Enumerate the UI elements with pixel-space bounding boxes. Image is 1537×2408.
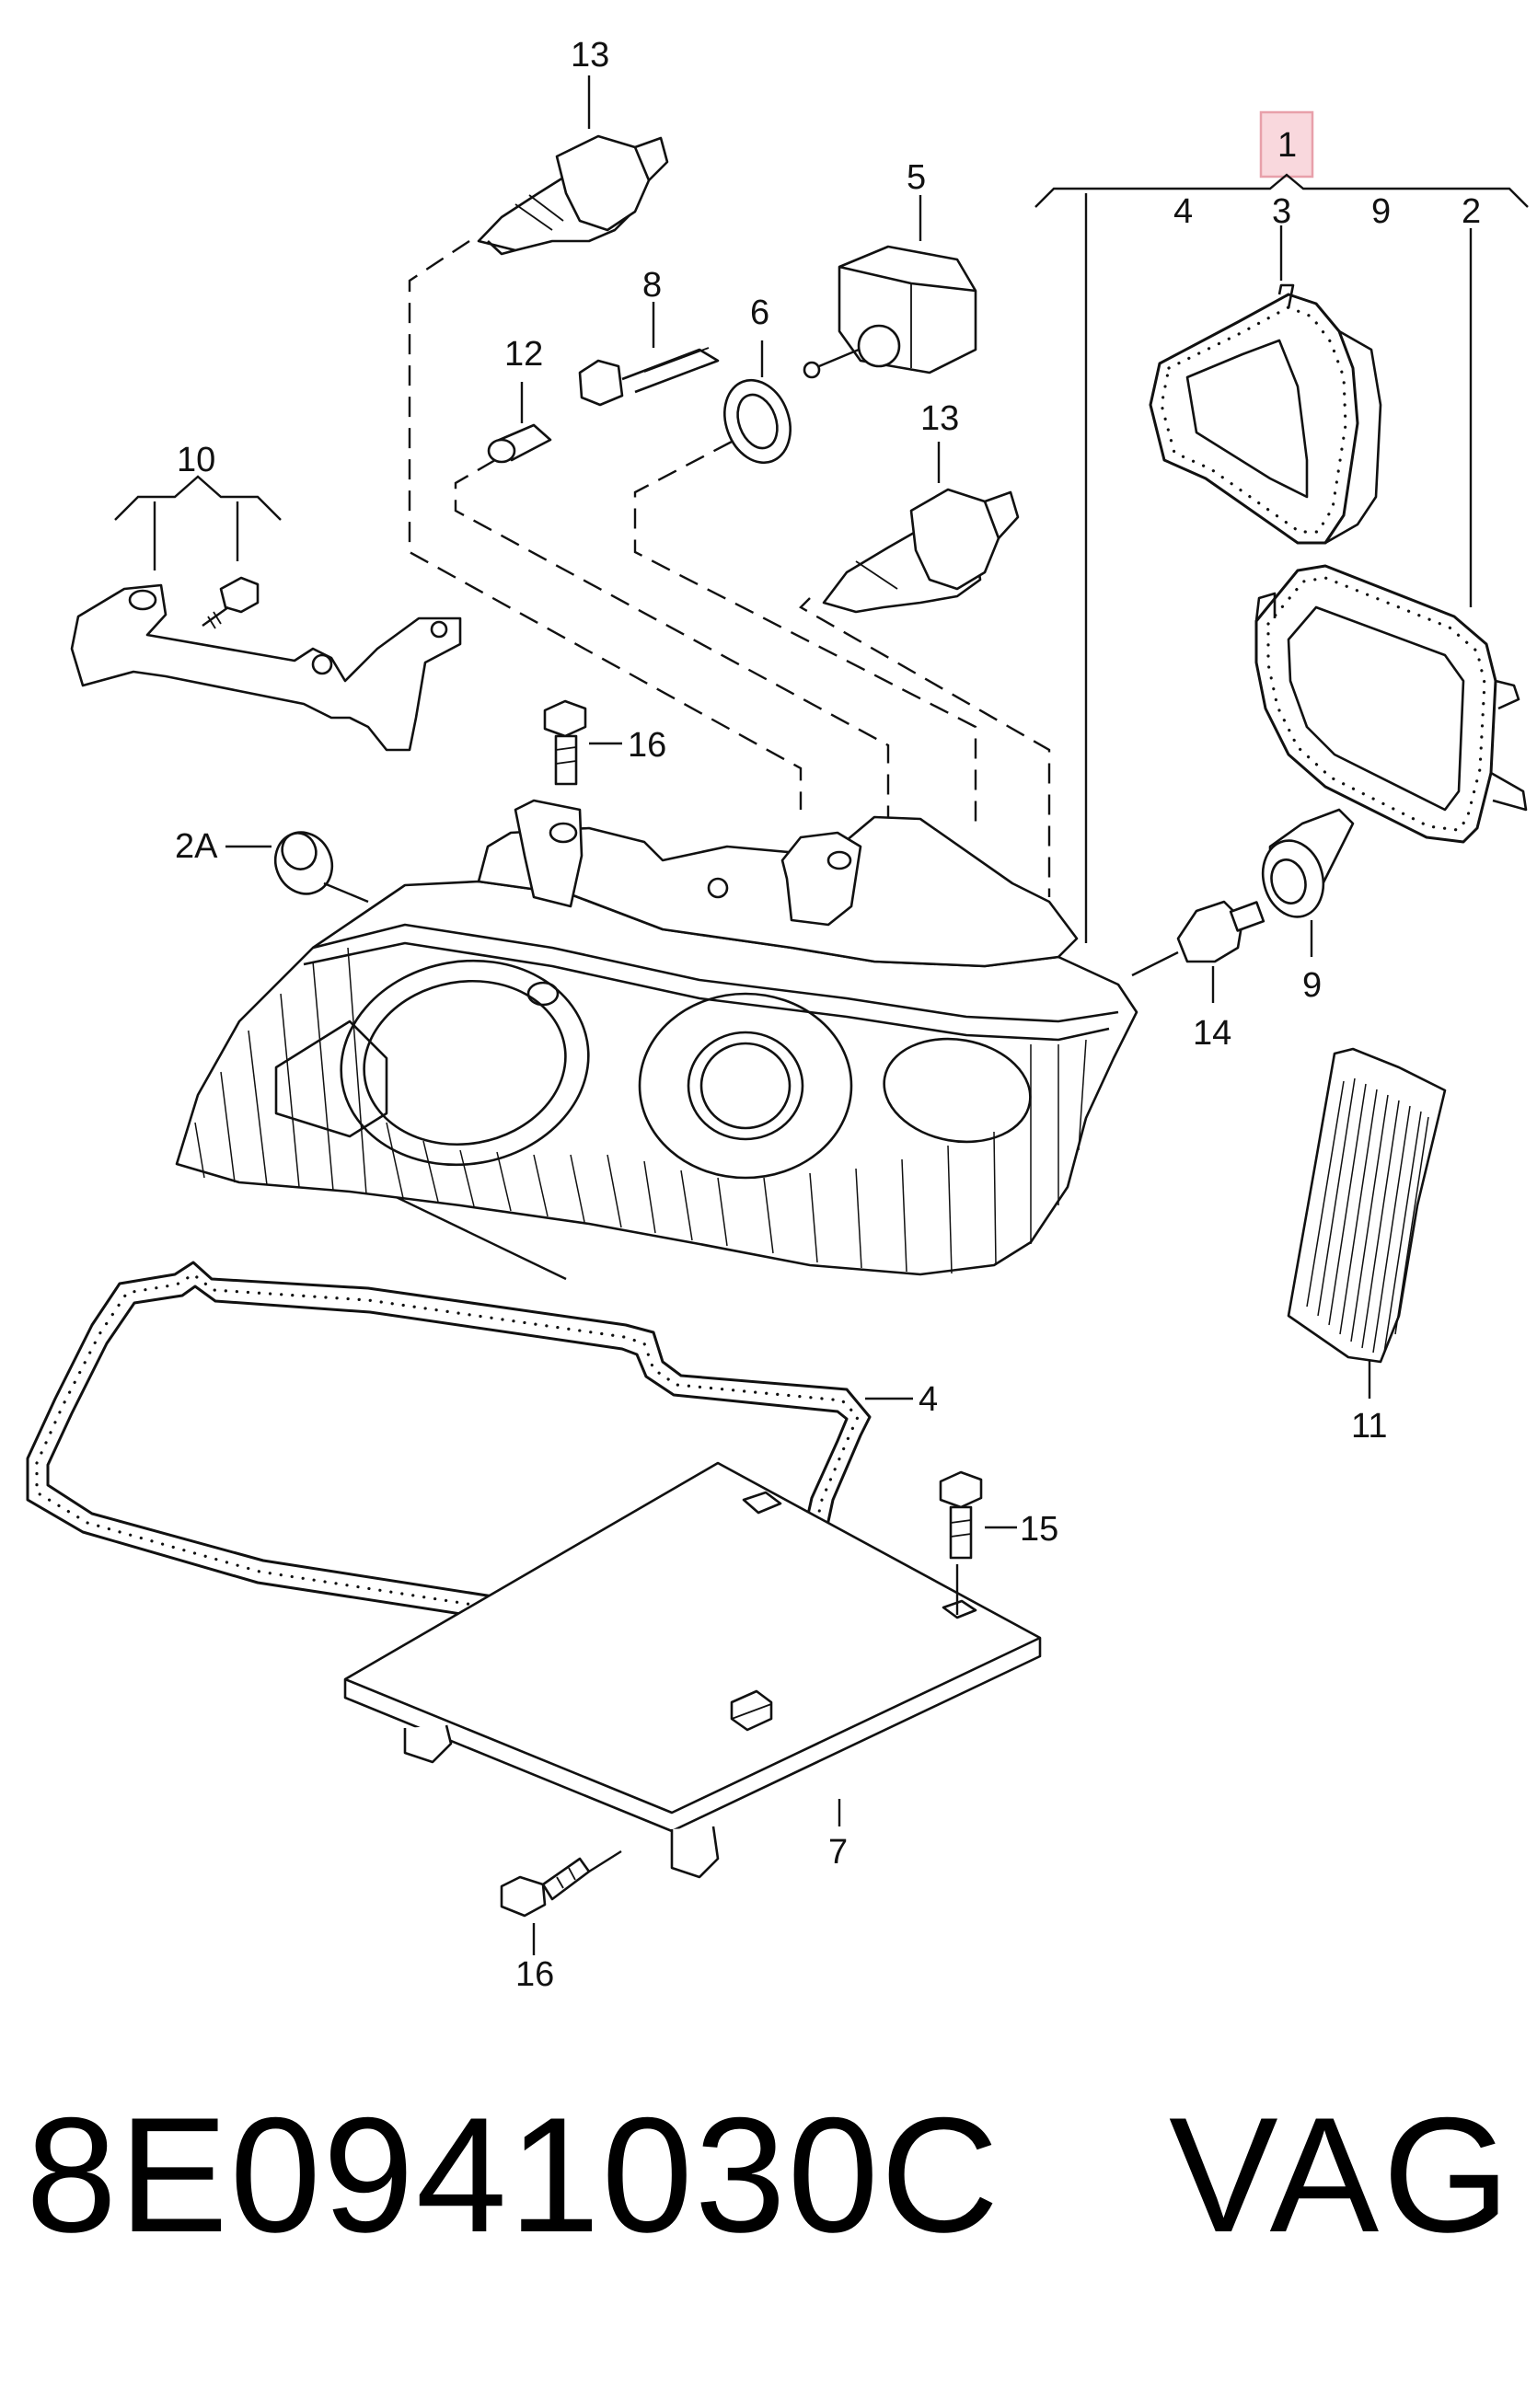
callout-3: 3	[1272, 192, 1291, 231]
callout-6: 6	[750, 294, 769, 332]
part-1-highlight-box	[1259, 110, 1314, 179]
part-13-bulb-top	[477, 75, 669, 256]
part-5-leveling-motor	[803, 195, 977, 379]
callout-labels: 13 5 8 6 12 13 10 16 2A 4 15 7 16 1 4 3 …	[175, 36, 1481, 1994]
callout-14: 14	[1193, 1014, 1231, 1053]
callout-4: 4	[919, 1380, 938, 1419]
part-2A-grommet	[225, 831, 369, 904]
part-8-bulb-socket	[578, 302, 720, 407]
callout-13-top: 13	[571, 36, 609, 75]
part-15-screw	[939, 1470, 1017, 1615]
part-9-bulb-socket	[1261, 808, 1355, 957]
callout-4-top: 4	[1173, 192, 1193, 231]
callout-16-top: 16	[628, 726, 666, 765]
part-11-side-reflector	[1287, 1047, 1447, 1399]
callout-11: 11	[1351, 1407, 1387, 1446]
headlamp-housing	[175, 799, 1138, 1276]
callout-12: 12	[504, 335, 543, 374]
callout-10: 10	[177, 441, 215, 479]
part-1-kit-bracket	[1034, 110, 1529, 943]
part-14-bulb	[1131, 900, 1265, 1003]
part-16-screw-top	[543, 699, 622, 786]
callout-2A: 2A	[175, 827, 218, 866]
part-2-frame-gasket	[1254, 564, 1528, 844]
callout-13: 13	[920, 399, 959, 438]
part-6-seal-ring	[723, 340, 792, 465]
callout-5: 5	[907, 158, 926, 197]
part-10-mounting-bracket	[70, 475, 462, 752]
callout-1: 1	[1277, 126, 1297, 165]
part-number-text: 8E0941030C	[26, 2083, 1001, 2266]
callout-8: 8	[642, 266, 662, 305]
callout-7: 7	[828, 1833, 848, 1872]
brand-text: VAG	[1169, 2083, 1514, 2266]
part-16-screw-bottom	[500, 1849, 622, 1955]
part-7-cover-plate	[343, 1461, 1042, 1879]
callout-9-top: 9	[1371, 192, 1391, 231]
callout-16-bottom: 16	[515, 1955, 554, 1994]
callout-15: 15	[1020, 1510, 1058, 1549]
callout-9: 9	[1302, 966, 1322, 1005]
lens-hatching	[194, 947, 1087, 1274]
part-12-small-bulb	[487, 382, 552, 464]
part-13-bulb-second	[822, 442, 1020, 614]
callout-2: 2	[1462, 192, 1481, 231]
part-3-rear-cap	[1149, 283, 1382, 545]
